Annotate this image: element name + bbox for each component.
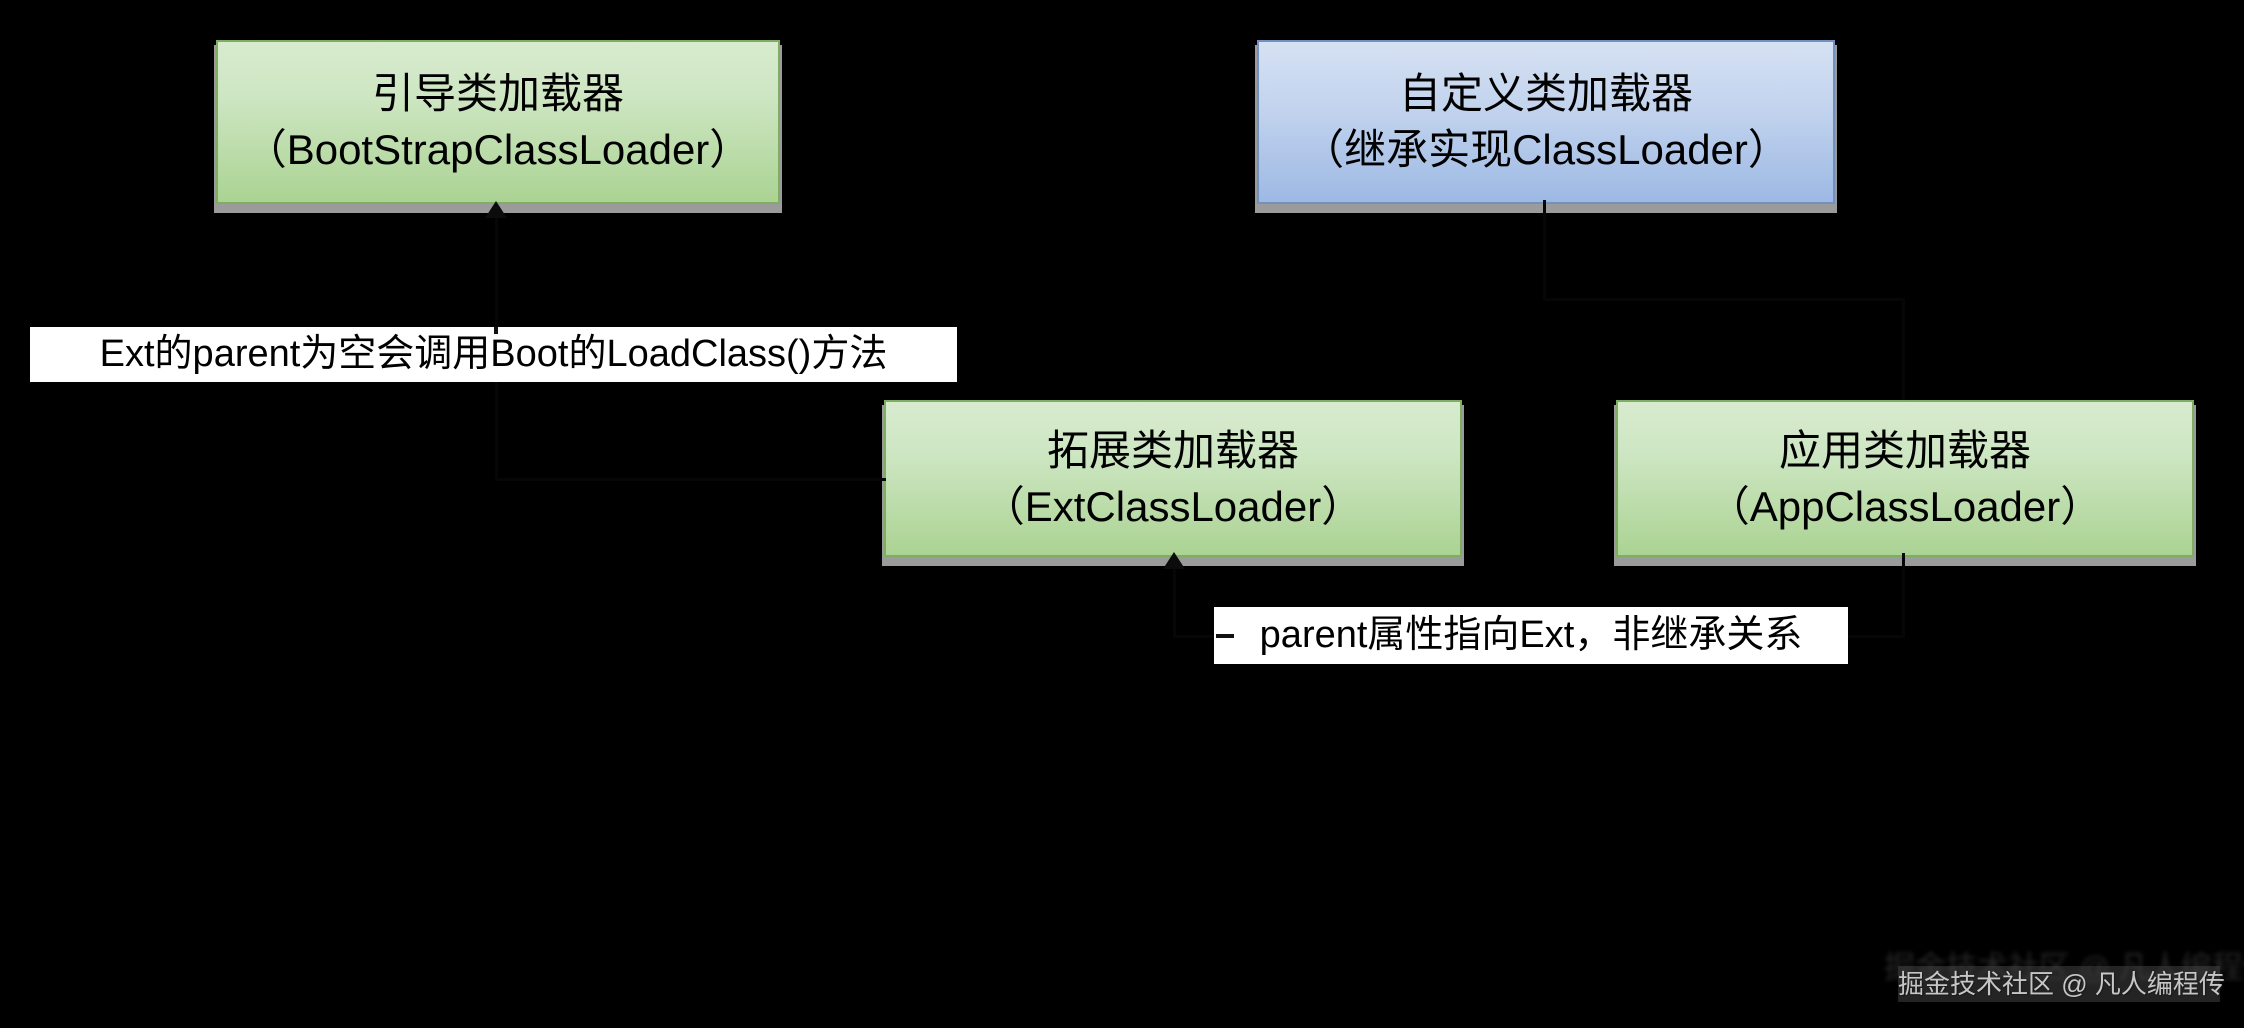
annotation-text: parent属性指向Ext，非继承关系	[1259, 614, 1803, 656]
node-subtitle: （继承实现ClassLoader）	[1302, 126, 1790, 174]
annotation-text: Ext的parent为空会调用Boot的LoadClass()方法	[99, 333, 888, 375]
connector-custom-to-app-horizontal	[1543, 298, 1905, 301]
annotation-parent-pointer-note: parent属性指向Ext，非继承关系	[1214, 607, 1848, 664]
annotation-ext-parent-note: Ext的parent为空会调用Boot的LoadClass()方法	[30, 327, 957, 382]
node-custom-classloader: 自定义类加载器 （继承实现ClassLoader）	[1257, 40, 1835, 204]
node-title: 拓展类加载器	[1046, 426, 1299, 474]
arrowhead-up-icon	[1163, 552, 1185, 569]
node-bootstrap-classloader: 引导类加载器 （BootStrapClassLoader）	[216, 40, 780, 204]
node-subtitle: （BootStrapClassLoader）	[244, 126, 752, 174]
connector-custom-to-app-vertical-2	[1902, 298, 1905, 400]
connector-custom-to-app-vertical	[1543, 200, 1546, 300]
arrowhead-up-icon	[485, 201, 507, 218]
node-title: 应用类加载器	[1778, 426, 2031, 474]
node-app-classloader: 应用类加载器 （AppClassLoader）	[1616, 400, 2194, 557]
node-ext-classloader: 拓展类加载器 （ExtClassLoader）	[884, 400, 1462, 557]
connector-app-to-ext-vertical-app-end	[1902, 553, 1905, 638]
watermark: 掘金技术社区 @ 凡人编程传	[1898, 966, 2225, 1002]
connector-ext-to-bootstrap-horizontal	[496, 478, 886, 481]
connector-stub	[494, 327, 498, 334]
node-subtitle: （ExtClassLoader）	[982, 482, 1364, 530]
connector-stub	[1216, 634, 1234, 638]
node-title: 引导类加载器	[371, 70, 624, 118]
node-title: 自定义类加载器	[1398, 70, 1693, 118]
connector-app-to-ext-vertical-ext-end	[1173, 556, 1176, 638]
node-subtitle: （AppClassLoader）	[1707, 482, 2103, 530]
